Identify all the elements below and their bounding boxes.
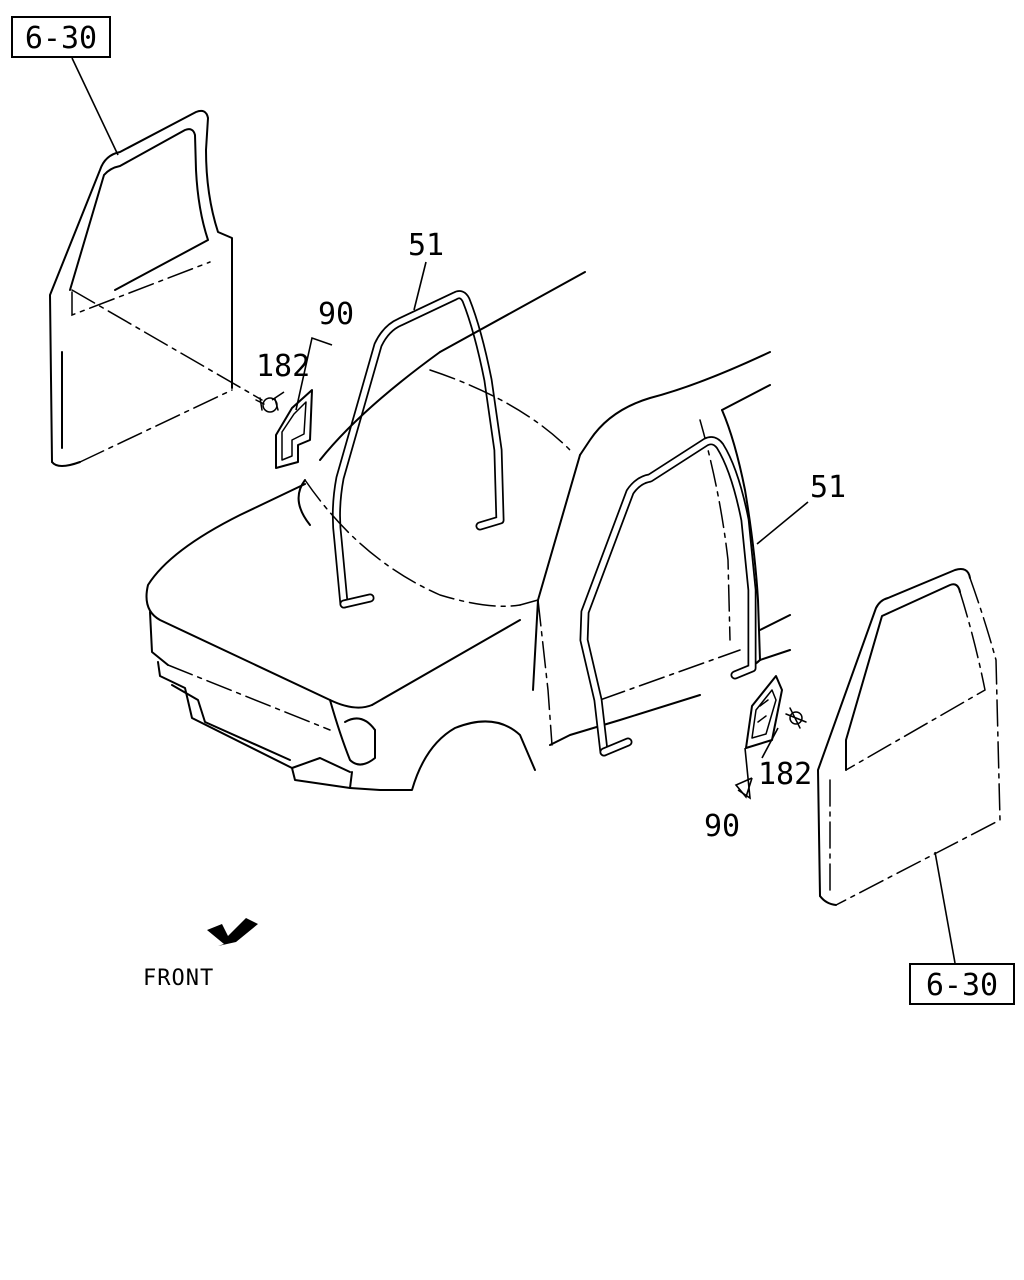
callout-label: 90 bbox=[704, 809, 740, 844]
front-label: FRONT bbox=[143, 966, 214, 991]
right-clip-icon bbox=[785, 707, 807, 729]
reference-box-bottom-right: 6-30 bbox=[909, 963, 1015, 1005]
left-bracket bbox=[275, 389, 313, 469]
leader-lines bbox=[71, 57, 956, 964]
right-door-panel bbox=[817, 568, 1001, 906]
callout-label: 51 bbox=[408, 228, 444, 263]
left-door-panel bbox=[49, 109, 263, 467]
callout-label: 51 bbox=[810, 470, 846, 505]
left-clip-icon bbox=[255, 397, 279, 413]
left-weatherstrip bbox=[331, 290, 505, 609]
right-weatherstrip bbox=[579, 436, 757, 757]
reference-label: 6-30 bbox=[25, 21, 97, 56]
right-bracket bbox=[745, 675, 783, 749]
reference-label: 6-30 bbox=[926, 968, 998, 1003]
reference-box-top-left: 6-30 bbox=[11, 16, 111, 58]
front-arrow-icon bbox=[207, 918, 258, 946]
callout-label: 182 bbox=[758, 757, 812, 792]
vehicle-body bbox=[145, 271, 791, 791]
callout-label: 90 bbox=[318, 297, 354, 332]
callout-label: 182 bbox=[256, 349, 310, 384]
